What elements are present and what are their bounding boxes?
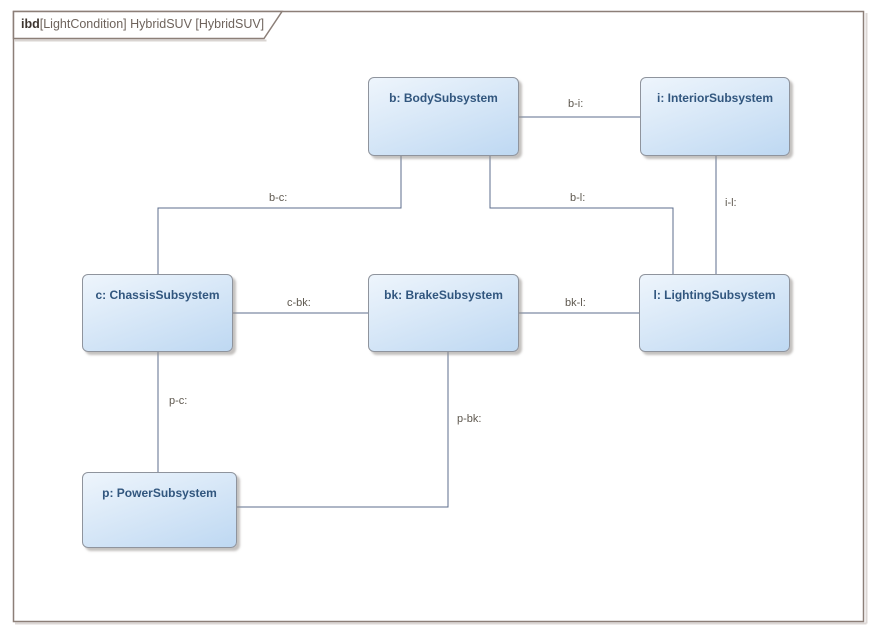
block-lighting-subsystem[interactable]: l: LightingSubsystem	[639, 274, 790, 352]
block-chassis-subsystem[interactable]: c: ChassisSubsystem	[82, 274, 233, 352]
connector-label-b-l[interactable]: b-l:	[570, 192, 586, 204]
frame-shadow	[15, 13, 868, 625]
block-power-subsystem[interactable]: p: PowerSubsystem	[82, 472, 237, 548]
connector-p-bk[interactable]	[237, 352, 449, 508]
connector-label-b-i[interactable]: b-i:	[568, 98, 584, 110]
connector-label-i-l[interactable]: i-l:	[725, 197, 737, 209]
connector-label-c-bk[interactable]: c-bk:	[287, 297, 311, 309]
block-brake-subsystem[interactable]: bk: BrakeSubsystem	[368, 274, 519, 352]
block-label: b: BodySubsystem	[389, 91, 498, 105]
connector-label-bk-l[interactable]: bk-l:	[565, 297, 586, 309]
connector-b-c[interactable]	[157, 156, 402, 274]
frame-tab[interactable]	[12, 10, 284, 40]
frame-label: ibd[LightCondition] HybridSUV [HybridSUV…	[21, 17, 264, 31]
block-label: l: LightingSubsystem	[653, 288, 776, 302]
block-label: c: ChassisSubsystem	[95, 288, 220, 302]
connector-label-p-bk[interactable]: p-bk:	[457, 413, 482, 425]
block-body-subsystem[interactable]: b: BodySubsystem	[368, 77, 519, 156]
frame-label-keyword: ibd	[21, 17, 40, 31]
block-interior-subsystem[interactable]: i: InteriorSubsystem	[640, 77, 790, 156]
frame-label-text: [LightCondition] HybridSUV [HybridSUV]	[39, 17, 265, 31]
block-label: bk: BrakeSubsystem	[384, 288, 503, 302]
connector-label-b-c[interactable]: b-c:	[269, 192, 288, 204]
connector-label-p-c[interactable]: p-c:	[169, 395, 188, 407]
block-label: p: PowerSubsystem	[102, 486, 217, 500]
block-label: i: InteriorSubsystem	[656, 91, 774, 105]
connector-b-l[interactable]	[489, 156, 674, 274]
